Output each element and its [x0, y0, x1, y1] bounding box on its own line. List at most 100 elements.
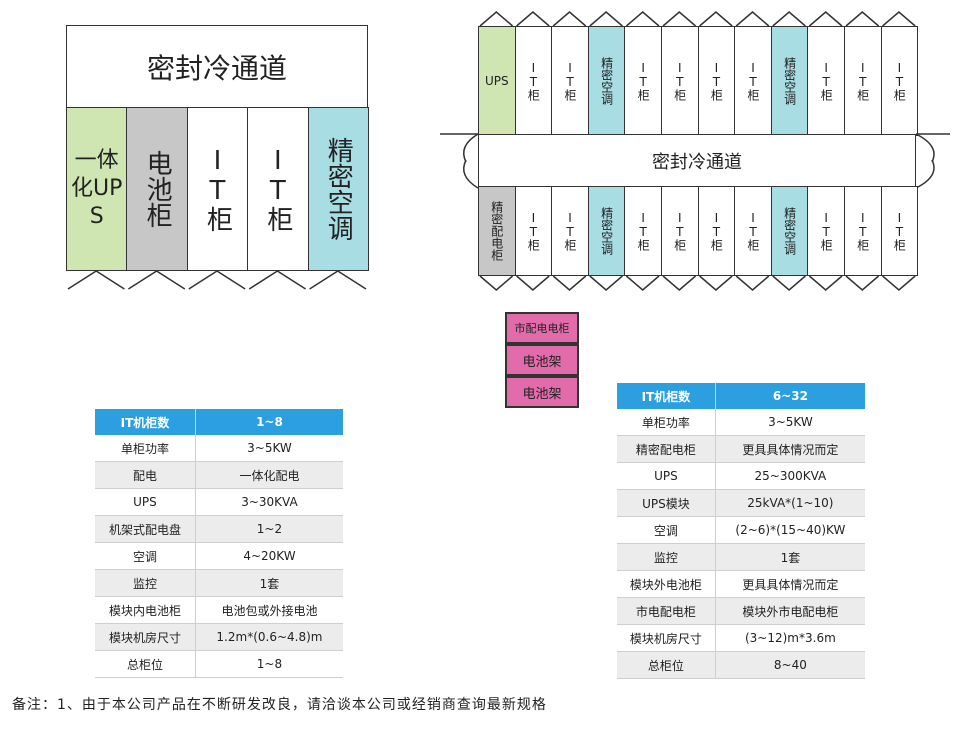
table-header-cell: 6~32 — [715, 383, 865, 409]
top-row-cell-1: IT柜 — [514, 26, 553, 136]
table-cell: 模块机房尺寸 — [95, 623, 196, 651]
small-cell-label: IT柜 — [262, 146, 293, 232]
bottom-row-cell-label: 精密空调 — [782, 207, 797, 255]
small-cell-label: 一体化UPS — [71, 148, 123, 229]
top-row-cell-2: IT柜 — [551, 26, 589, 136]
top-row-cell-label: IT柜 — [855, 61, 870, 101]
top-row-cell-4: IT柜 — [624, 26, 662, 136]
table-cell: 1~8 — [195, 650, 343, 678]
small-cell-4: 精密空调 — [307, 107, 369, 271]
table-cell: 总柜位 — [95, 650, 196, 678]
table-cell: 单柜功率 — [95, 435, 196, 462]
table-row: 配电一体化配电 — [95, 461, 343, 489]
bottom-row-cell-6: IT柜 — [697, 186, 736, 276]
small-cell-1: 电池柜 — [126, 107, 188, 271]
small-cell-label: 电池柜 — [142, 150, 173, 228]
table-row: 模块内电池柜电池包或外接电池 — [95, 596, 343, 624]
bottom-row-cell-label: 精密空调 — [599, 207, 614, 255]
table-row: 精密配电柜更具具体情况而定 — [617, 435, 865, 463]
bottom-row-cell-label: IT柜 — [745, 211, 760, 251]
table-cell: 总柜位 — [617, 651, 716, 679]
bottom-row-cell-label: IT柜 — [892, 211, 907, 251]
bottom-row-cell-1: IT柜 — [514, 186, 553, 276]
bottom-row-cell-5: IT柜 — [661, 186, 699, 276]
table-cell: 25~300KVA — [715, 462, 865, 490]
large-aisle-doors — [440, 133, 950, 189]
table-cell: 模块机房尺寸 — [617, 624, 716, 652]
external-cabinet-label: 市配电电柜 — [514, 322, 570, 335]
table-cell: (2~6)*(15~40)KW — [715, 516, 865, 544]
table-cell: 25kVA*(1~10) — [715, 489, 865, 517]
top-row-cell-label: IT柜 — [745, 61, 760, 101]
table-cell: 4~20KW — [195, 542, 343, 570]
table-cell: 更具具体情况而定 — [715, 435, 865, 463]
bottom-row-cell-10: IT柜 — [844, 186, 882, 276]
table-cell: 3~30KVA — [195, 488, 343, 516]
table-cell: 电池包或外接电池 — [195, 596, 343, 624]
bottom-row-cell-7: IT柜 — [734, 186, 772, 276]
top-row-cell-label: IT柜 — [562, 61, 577, 101]
table-row: 模块机房尺寸(3~12)m*3.6m — [617, 624, 865, 652]
table-cell: 空调 — [95, 542, 196, 570]
table-cell: 模块外市电配电柜 — [715, 597, 865, 625]
table-cell: UPS — [95, 488, 196, 516]
bottom-row-cell-label: IT柜 — [855, 211, 870, 251]
bottom-row-cell-label: IT柜 — [526, 211, 541, 251]
table-header-cell: IT机柜数 — [95, 409, 196, 435]
table-cell: 8~40 — [715, 651, 865, 679]
top-row-cell-label: 精密空调 — [782, 57, 797, 105]
top-row-cell-9: IT柜 — [807, 26, 845, 136]
table-header-cell: 1~8 — [195, 409, 343, 435]
small-cold-aisle: 密封冷通道 — [66, 25, 368, 109]
bottom-row-cell-11: IT柜 — [880, 186, 919, 276]
top-row-cell-5: IT柜 — [661, 26, 699, 136]
table-row: 市电配电柜模块外市电配电柜 — [617, 597, 865, 625]
bottom-row-cell-2: IT柜 — [551, 186, 589, 276]
small-cell-0: 一体化UPS — [66, 107, 128, 271]
external-cabinet-2: 电池架 — [505, 376, 579, 408]
large-bottom-door-swings — [479, 275, 916, 291]
table-cell: 配电 — [95, 461, 196, 489]
small-cell-2: IT柜 — [186, 107, 249, 271]
small-cold-aisle-label: 密封冷通道 — [146, 52, 287, 85]
table-row: 空调(2~6)*(15~40)KW — [617, 516, 865, 544]
bottom-row-cell-label: 精密配电柜 — [489, 201, 504, 261]
top-row-cell-6: IT柜 — [697, 26, 736, 136]
top-row-cell-10: IT柜 — [844, 26, 882, 136]
table-cell: 一体化配电 — [195, 461, 343, 489]
large-cold-aisle: 密封冷通道 — [478, 134, 916, 188]
table-cell: UPS — [617, 462, 716, 490]
table-cell: 市电配电柜 — [617, 597, 716, 625]
table-header-cell: IT机柜数 — [617, 383, 716, 409]
bottom-row-cell-0: 精密配电柜 — [478, 186, 516, 276]
table-cell: 1~2 — [195, 515, 343, 543]
bottom-row-cell-3: 精密空调 — [587, 186, 626, 276]
table-cell: 空调 — [617, 516, 716, 544]
bottom-row-cell-label: IT柜 — [562, 211, 577, 251]
external-cabinet-label: 电池架 — [522, 386, 562, 402]
table-cell: 模块内电池柜 — [95, 596, 196, 624]
top-row-cell-11: IT柜 — [880, 26, 919, 136]
small-cell-label: 精密空调 — [323, 137, 354, 241]
small-cell-label: IT柜 — [202, 146, 233, 232]
top-row-cell-label: IT柜 — [819, 61, 834, 101]
top-row-cell-0: UPS — [478, 26, 516, 136]
small-door-swings — [67, 270, 367, 290]
external-cabinet-1: 电池架 — [505, 344, 579, 376]
table-cell: 更具具体情况而定 — [715, 570, 865, 598]
large-cold-aisle-label: 密封冷通道 — [652, 152, 742, 173]
